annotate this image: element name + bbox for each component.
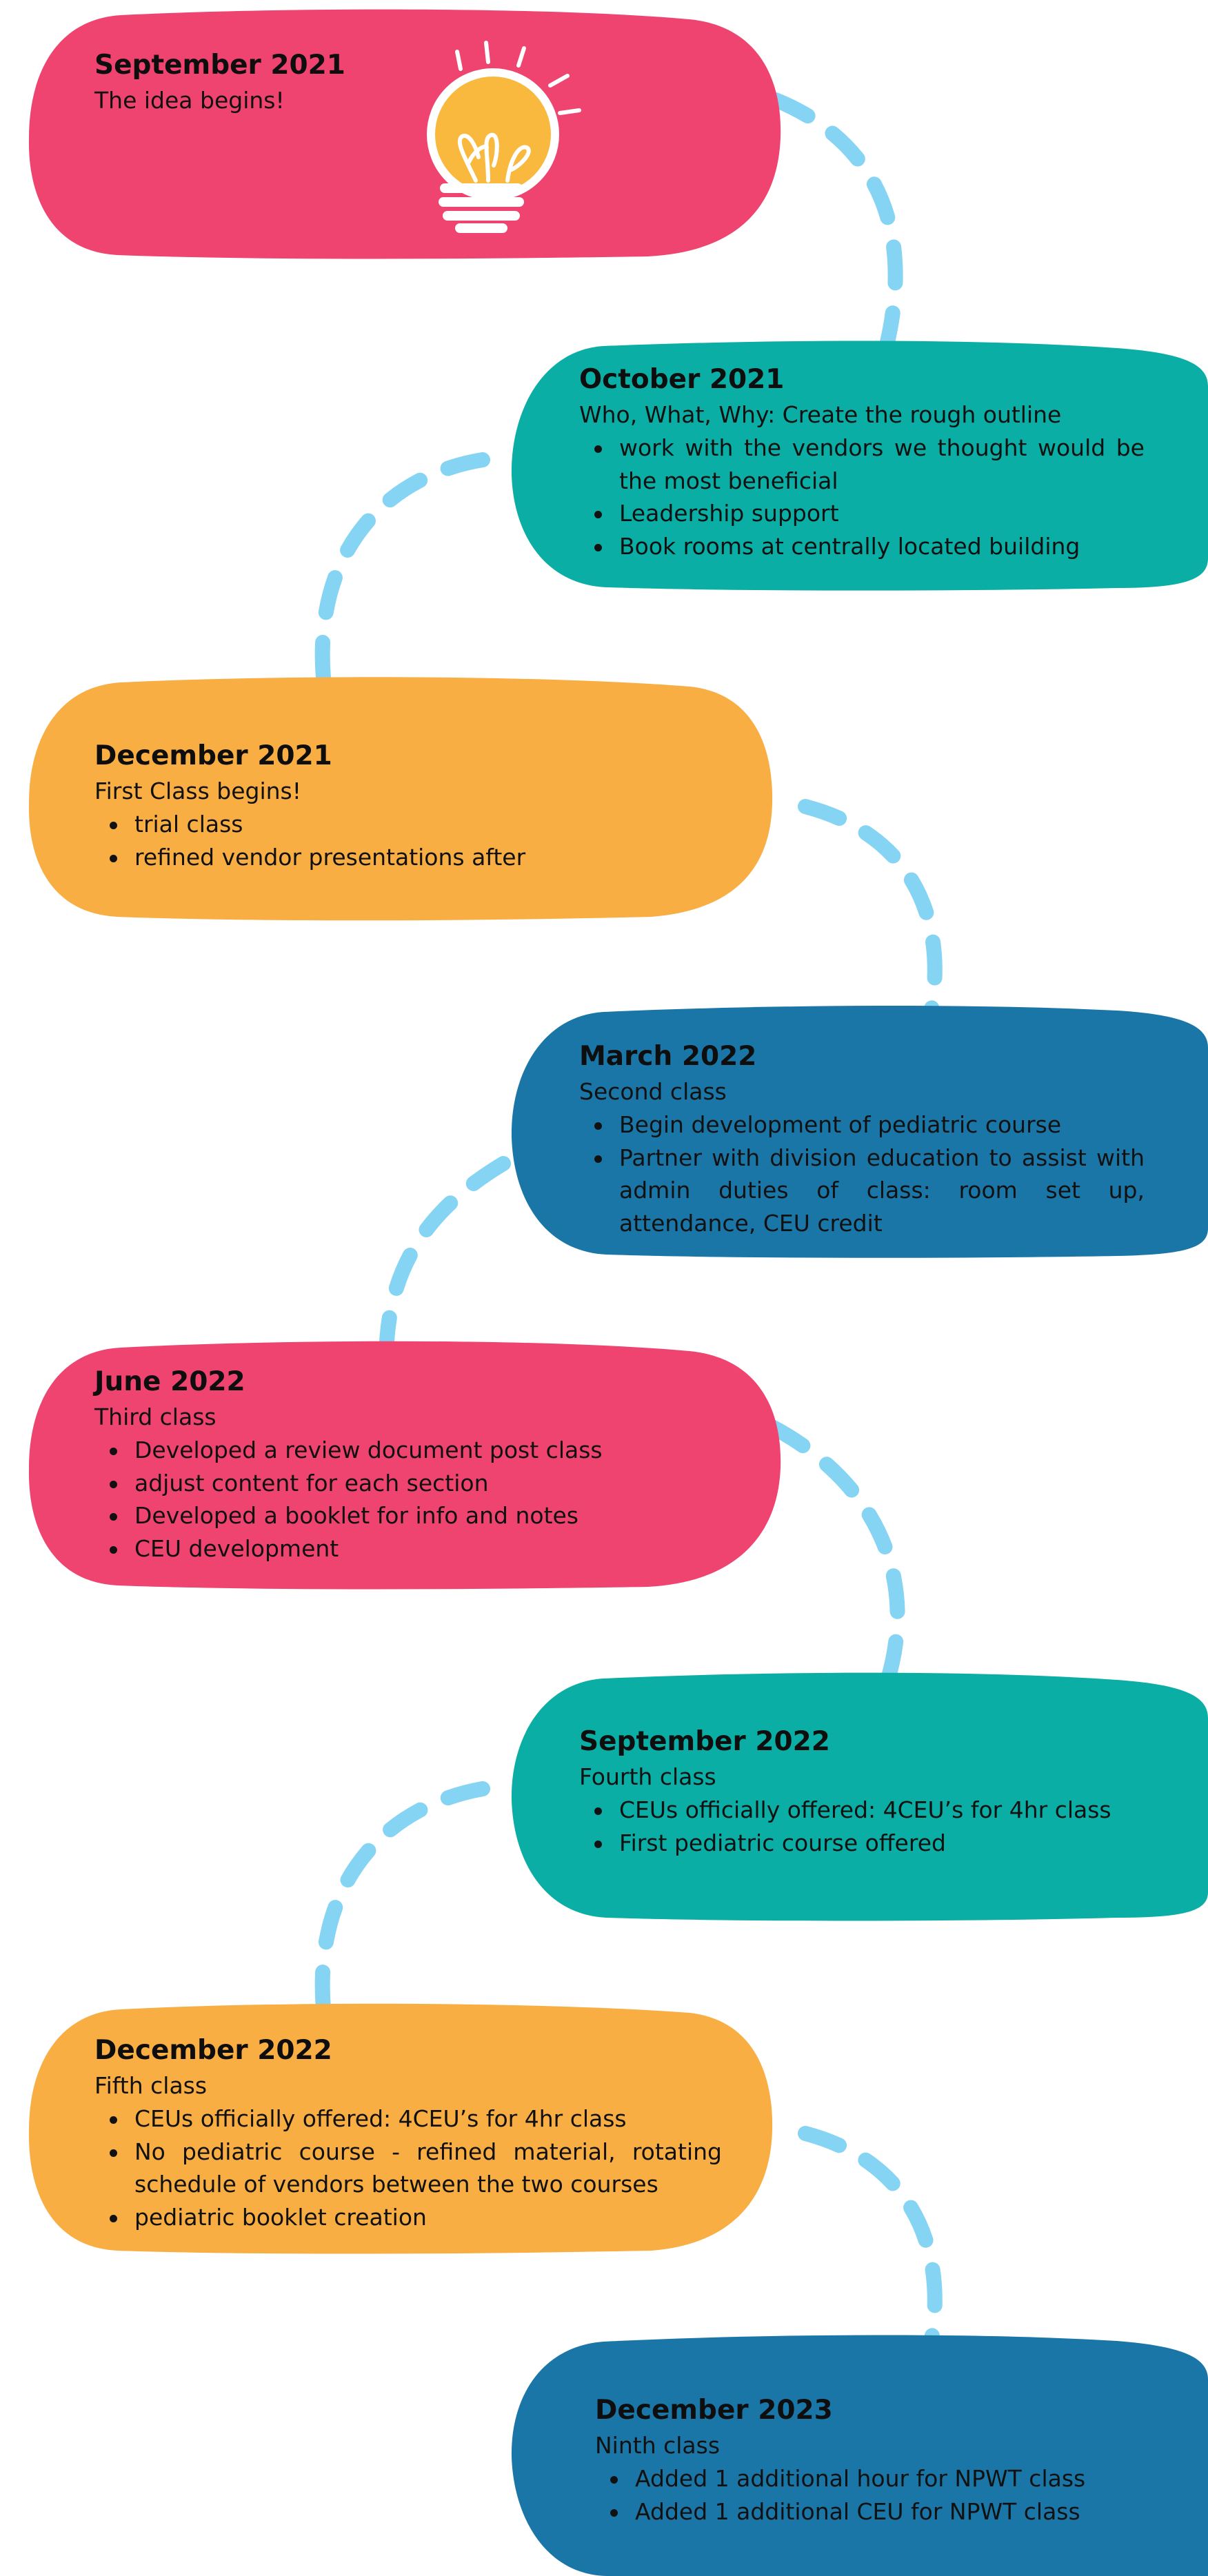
list-item: First pediatric course offered [594,1827,1145,1860]
milestone-date: December 2023 [595,2395,833,2426]
list-item: trial class [110,808,729,841]
milestone-subtitle: Fourth class [579,1763,716,1790]
milestone-item-list: work with the vendors we thought would b… [579,432,1145,562]
connector-7 [798,2126,943,2351]
blob-june-2022 [28,1341,781,1590]
blob-october-2021 [511,341,1208,591]
connector-6 [314,1781,490,2024]
milestone-december-2022: December 2022 Fifth class CEUs officiall… [94,2034,722,2233]
milestone-september-2022: September 2022 Fourth class CEUs officia… [579,1725,1145,1859]
milestone-october-2021: October 2021 Who, What, Why: Create the … [579,363,1145,562]
blob-december-2023 [511,2335,1208,2576]
milestone-date: October 2021 [579,364,785,395]
milestone-date: September 2022 [579,1726,830,1757]
milestone-subtitle: Who, What, Why: Create the rough outline [579,401,1062,428]
milestone-date: June 2022 [94,1366,245,1397]
blob-september-2021 [28,9,781,259]
milestone-december-2021: December 2021 First Class begins! trial … [94,739,729,873]
list-item: Developed a review document post class [110,1434,729,1467]
connector-4 [379,1156,511,1369]
milestone-subtitle: Ninth class [595,2432,721,2459]
milestone-item-list: Begin development of pediatric course Pa… [579,1108,1145,1239]
list-item: adjust content for each section [110,1467,729,1500]
list-item: Partner with division education to assis… [594,1142,1145,1240]
list-item: work with the vendors we thought would b… [594,432,1145,497]
blob-september-2022 [511,1672,1208,1921]
connector-5 [765,1419,905,1693]
connector-2 [314,452,490,693]
milestone-december-2023: December 2023 Ninth class Added 1 additi… [595,2393,1147,2528]
list-item: refined vendor presentations after [110,841,729,874]
list-item: Added 1 additional hour for NPWT class [610,2462,1147,2495]
list-item: pediatric booklet creation [110,2201,722,2234]
milestone-march-2022: March 2022 Second class Begin developmen… [579,1039,1145,1239]
list-item: CEU development [110,1532,729,1565]
milestone-date: December 2021 [94,740,332,771]
milestone-item-list: Added 1 additional hour for NPWT class A… [595,2462,1147,2528]
milestone-subtitle: Fifth class [94,2072,208,2099]
blob-december-2022 [28,2003,773,2254]
milestone-item-list: CEUs officially offered: 4CEU’s for 4hr … [579,1794,1145,1859]
blob-march-2022 [511,1006,1208,1258]
milestone-june-2022: June 2022 Third class Developed a review… [94,1365,729,1565]
milestone-subtitle: Third class [94,1403,217,1430]
connector-3 [798,799,943,1021]
list-item: Book rooms at centrally located building [594,530,1145,563]
list-item: No pediatric course - refined material, … [110,2136,722,2201]
blob-december-2021 [28,677,773,921]
milestone-date: September 2021 [94,50,345,81]
milestone-item-list: CEUs officially offered: 4CEU’s for 4hr … [94,2102,722,2233]
list-item: Added 1 additional CEU for NPWT class [610,2495,1147,2528]
milestone-subtitle: Second class [579,1078,727,1105]
lightbulb-icon [427,41,581,233]
list-item: Begin development of pediatric course [594,1108,1145,1142]
milestone-subtitle: First Class begins! [94,778,301,804]
list-item: CEUs officially offered: 4CEU’s for 4hr … [110,2102,722,2136]
connector-1 [768,92,903,356]
milestone-item-list: trial class refined vendor presentations… [94,808,729,873]
milestone-item-list: Developed a review document post class a… [94,1434,729,1565]
milestone-date: December 2022 [94,2035,332,2066]
milestone-date: March 2022 [579,1041,757,1072]
list-item: Developed a booklet for info and notes [110,1499,729,1532]
milestone-september-2021: September 2021 The idea begins! [94,48,425,117]
list-item: CEUs officially offered: 4CEU’s for 4hr … [594,1794,1145,1827]
milestone-subtitle: The idea begins! [94,87,285,114]
list-item: Leadership support [594,497,1145,530]
